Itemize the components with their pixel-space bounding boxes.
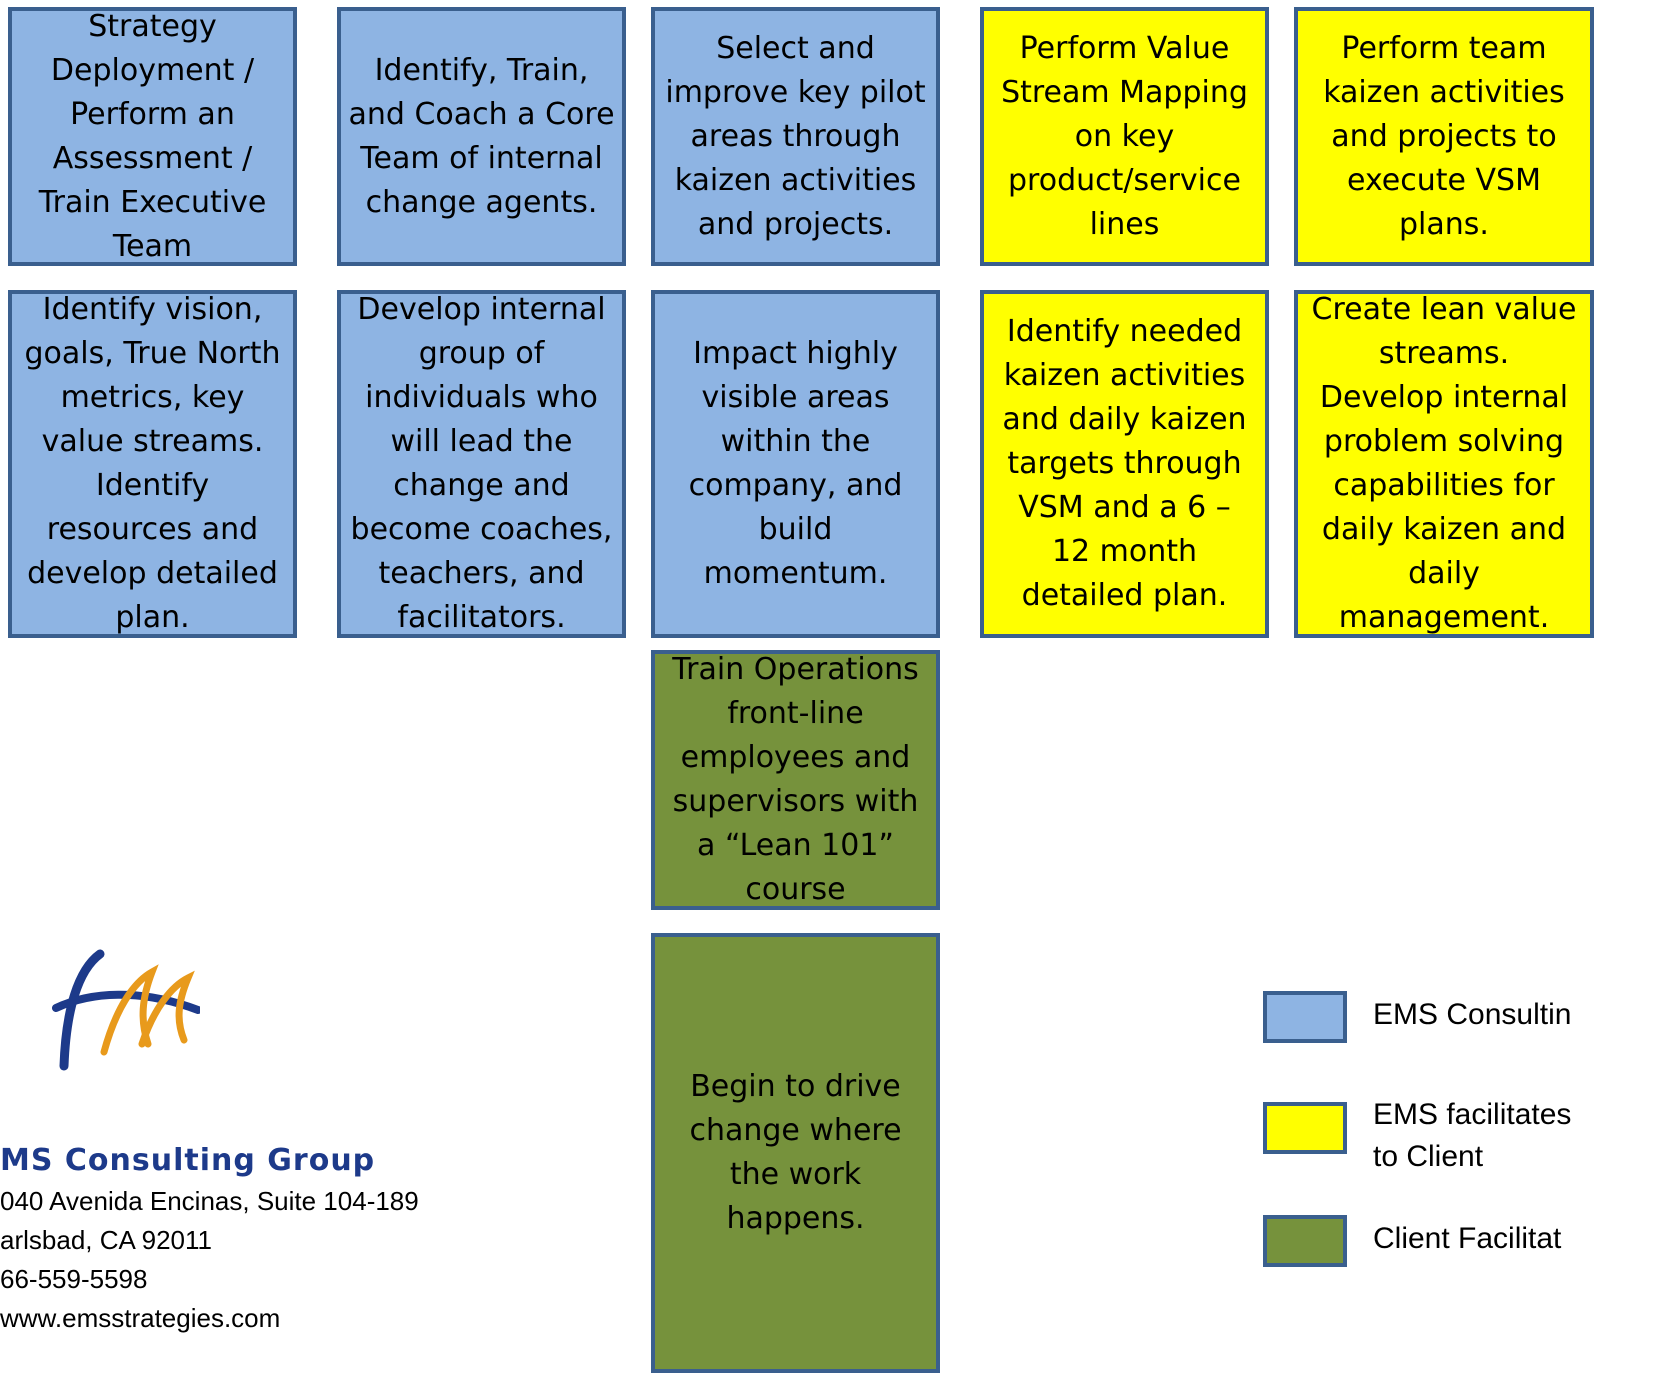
- step-box-internal-group: Develop internal group of individuals wh…: [337, 290, 626, 638]
- step-box-vision-goals: Identify vision, goals, True North metri…: [8, 290, 297, 638]
- legend-swatch-ems-consulting: [1263, 991, 1347, 1043]
- step-box-pilot-areas: Select and improve key pilot areas throu…: [651, 7, 940, 266]
- step-box-strategy-deployment: Strategy Deployment / Perform an Assessm…: [8, 7, 297, 266]
- legend-swatch-client-facilitates: [1263, 1215, 1347, 1267]
- step-box-team-kaizen: Perform team kaizen activities and proje…: [1294, 7, 1594, 266]
- legend-swatch-ems-facilitates: [1263, 1102, 1347, 1154]
- website: www.emsstrategies.com: [0, 1303, 281, 1333]
- step-box-drive-change: Begin to drive change where the work hap…: [651, 933, 940, 1373]
- legend-label-ems-consulting: EMS Consultin: [1373, 998, 1572, 1031]
- step-box-visible-areas: Impact highly visible areas within the c…: [651, 290, 940, 638]
- company-name: MS Consulting Group: [0, 1143, 376, 1178]
- legend-label-ems-facilitates: EMS facilitates to Client: [1373, 1098, 1572, 1173]
- address-line-2: arlsbad, CA 92011: [0, 1225, 212, 1255]
- step-box-kaizen-targets: Identify needed kaizen activities and da…: [980, 290, 1269, 638]
- step-box-lean-value-streams: Create lean value streams. Develop inter…: [1294, 290, 1594, 638]
- phone-number: 66-559-5598: [0, 1264, 148, 1294]
- step-box-value-stream-mapping: Perform Value Stream Mapping on key prod…: [980, 7, 1269, 266]
- legend-label-client-facilitates: Client Facilitat: [1373, 1222, 1562, 1255]
- step-box-core-team: Identify, Train, and Coach a Core Team o…: [337, 7, 626, 266]
- step-box-lean-101: Train Operations front-line employees an…: [651, 650, 940, 910]
- address-line-1: 040 Avenida Encinas, Suite 104-189: [0, 1186, 419, 1216]
- ems-logo-icon: [52, 949, 200, 1071]
